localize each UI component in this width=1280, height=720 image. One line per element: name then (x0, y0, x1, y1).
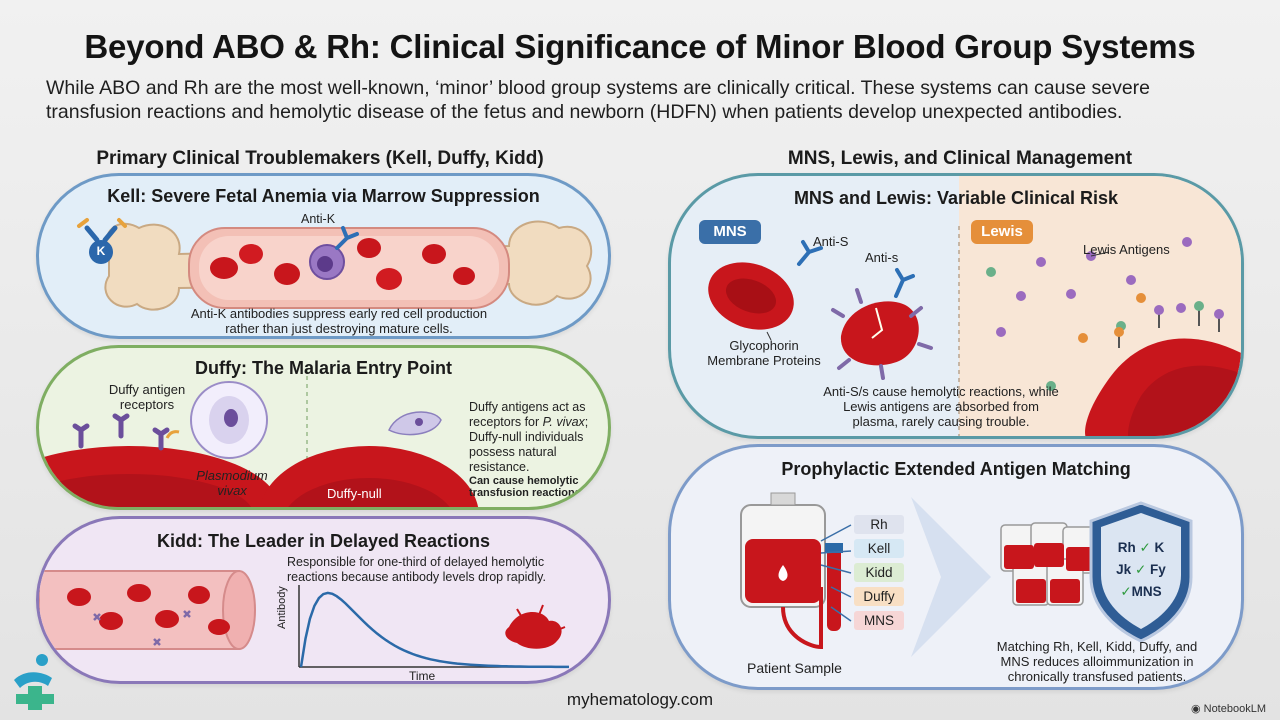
page-title: Beyond ABO & Rh: Clinical Significance o… (84, 28, 1196, 65)
mns-lewis-illustration (699, 176, 1241, 436)
tag-kell: Kell (854, 539, 904, 558)
check-icon: ✓ (1120, 584, 1132, 599)
notebook-icon: ◉ (1190, 703, 1204, 715)
check-icon: ✓ (1139, 540, 1151, 555)
lewis-badge: Lewis (981, 223, 1023, 240)
plasmodium-label: Plasmodium vivax (196, 468, 268, 498)
kell-k-icon: K (96, 244, 106, 258)
duffy-receptor-label: Duffy antigen receptors (108, 382, 186, 412)
glycophorin-label: Glycophorin Membrane Proteins (707, 338, 821, 368)
footer-brand: ◉ NotebookLM (1190, 703, 1266, 715)
intro-paragraph: While ABO and Rh are the most well-known… (46, 77, 1151, 123)
right-column-heading: MNS, Lewis, and Clinical Management (787, 148, 1133, 169)
lewis-antigens-label: Lewis Antigens (1083, 242, 1170, 257)
duffy-description: Duffy antigens act as receptors for P. v… (469, 400, 589, 499)
duffy-panel: Duffy: The Malaria Entry Point Duffy ant… (36, 345, 611, 510)
shield-antigens: Rh ✓ K Jk ✓ Fy ✓MNS (1116, 540, 1166, 599)
matching-panel: Prophylactic Extended Antigen Matching R… (668, 444, 1244, 690)
antibody-decay-curve (299, 591, 569, 669)
patient-sample-label: Patient Sample (747, 660, 842, 676)
tag-rh: Rh (854, 515, 904, 534)
mns-badge: MNS (713, 223, 747, 240)
kell-panel: K Kell: Severe Fetal Anemia via Marrow S… (36, 173, 611, 339)
kidd-description: Responsible for one-third of delayed hem… (287, 555, 546, 584)
kidd-chart-x-label: Time (409, 669, 436, 683)
kell-caption: Anti-K antibodies suppress early red cel… (190, 306, 488, 336)
anti-k-label: Anti-K (301, 212, 336, 226)
matching-illustration (740, 492, 1193, 657)
left-column-heading: Primary Clinical Troublemakers (Kell, Du… (96, 148, 544, 169)
duffy-illustration (39, 368, 479, 507)
tag-mns: MNS (854, 611, 904, 630)
anti-S-label: Anti-S (813, 234, 849, 249)
mns-lewis-caption: Anti-S/s cause hemolytic reactions, whil… (823, 384, 1059, 429)
check-icon: ✓ (1134, 562, 1147, 577)
kell-title: Kell: Severe Fetal Anemia via Marrow Sup… (107, 186, 540, 206)
anti-s-label: Anti-s (865, 250, 899, 265)
mns-lewis-title: MNS and Lewis: Variable Clinical Risk (793, 188, 1119, 208)
site-logo-icon (14, 654, 54, 710)
duffy-title: Duffy: The Malaria Entry Point (194, 358, 453, 378)
mns-lewis-panel: MNS and Lewis: Variable Clinical Risk MN… (668, 173, 1244, 439)
matching-title: Prophylactic Extended Antigen Matching (781, 459, 1131, 479)
tag-duffy: Duffy (854, 587, 904, 606)
kell-bone-illustration (77, 218, 593, 311)
matching-caption: Matching Rh, Kell, Kidd, Duffy, and MNS … (996, 639, 1198, 684)
kidd-title: Kidd: The Leader in Delayed Reactions (156, 531, 491, 551)
tag-kidd: Kidd (854, 563, 904, 582)
kidd-panel: Kidd: The Leader in Delayed Reactions Re… (36, 516, 611, 684)
footer-site: myhematology.com (566, 690, 714, 709)
duffy-null-label: Duffy-null (327, 486, 382, 501)
kidd-chart-y-label: Antibody (276, 586, 288, 629)
kidd-illustration (39, 570, 569, 669)
